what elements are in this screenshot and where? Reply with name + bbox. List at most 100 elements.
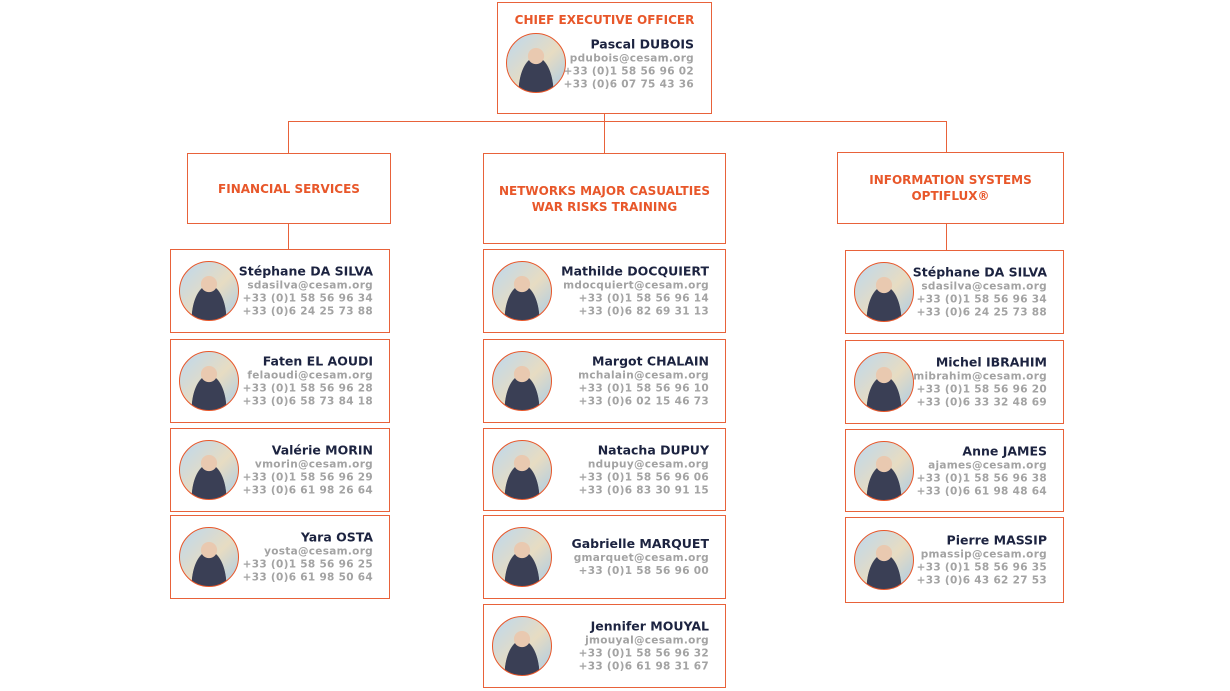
department-title-line: WAR RISKS TRAINING: [531, 199, 678, 214]
person-photo: [179, 527, 239, 587]
person-phone: +33 (0)6 24 25 73 88: [916, 306, 1047, 319]
person-phone: +33 (0)1 58 56 96 00: [578, 565, 709, 577]
person-email[interactable]: sdasilva@cesam.org: [921, 280, 1047, 293]
person-photo: [492, 351, 552, 411]
person-email[interactable]: ajames@cesam.org: [928, 459, 1047, 471]
person-phone: +33 (0)1 58 56 96 35: [916, 561, 1047, 574]
person-phone: +33 (0)6 61 98 26 64: [242, 484, 373, 497]
connector: [946, 121, 948, 153]
person-name: Michel IBRAHIM: [935, 354, 1047, 370]
person-phone: +33 (0)6 82 69 31 13: [578, 305, 709, 318]
person-photo: [854, 530, 914, 590]
person-phone: +33 (0)1 58 56 96 38: [916, 472, 1047, 484]
ceo-photo: [506, 33, 566, 93]
person-phone: +33 (0)1 58 56 96 06: [578, 471, 709, 483]
person-name: Gabrielle MARQUET: [571, 536, 709, 551]
person-name: Stéphane DA SILVA: [238, 263, 373, 279]
person-photo: [179, 440, 239, 500]
person-email[interactable]: vmorin@cesam.org: [254, 458, 373, 471]
person-phone: +33 (0)6 02 15 46 73: [578, 395, 709, 408]
person-phone: +33 (0)1 58 56 96 32: [578, 647, 709, 660]
department-title-line: FINANCIAL SERVICES: [218, 181, 360, 196]
person-phone: +33 (0)1 58 56 96 34: [242, 292, 373, 305]
person-name: Jennifer MOUYAL: [590, 618, 709, 634]
person-phone: +33 (0)6 83 30 91 15: [578, 484, 709, 496]
person-name: Pierre MASSIP: [946, 532, 1047, 548]
department-title-line: INFORMATION SYSTEMS: [869, 173, 1032, 187]
person-email[interactable]: felaoudi@cesam.org: [247, 369, 373, 382]
person-phone: +33 (0)6 61 98 50 64: [242, 571, 373, 584]
person-name: Margot CHALAIN: [592, 353, 709, 369]
person-email[interactable]: jmouyal@cesam.org: [585, 634, 709, 647]
person-phone: +33 (0)6 07 75 43 36: [563, 78, 694, 91]
connector: [604, 113, 606, 153]
person-email[interactable]: yosta@cesam.org: [264, 545, 373, 558]
connector: [288, 223, 290, 249]
connector: [288, 121, 290, 153]
person-email[interactable]: mchalain@cesam.org: [578, 369, 709, 382]
connector: [288, 121, 947, 123]
person-name: Pascal DUBOIS: [590, 36, 694, 52]
person-photo: [492, 616, 552, 676]
person-photo: [854, 440, 914, 501]
person-photo: [492, 527, 552, 587]
person-email[interactable]: ndupuy@cesam.org: [587, 458, 709, 470]
person-phone: +33 (0)1 58 56 96 29: [242, 471, 373, 484]
person-email[interactable]: pdubois@cesam.org: [569, 52, 694, 65]
person-photo: [492, 439, 552, 500]
person-photo: [179, 261, 239, 321]
ceo-card: CHIEF EXECUTIVE OFFICER Pascal DUBOIS pd…: [497, 2, 712, 114]
person-email[interactable]: gmarquet@cesam.org: [573, 552, 709, 564]
person-phone: +33 (0)6 33 32 48 69: [916, 396, 1047, 409]
person-photo: [492, 261, 552, 321]
person-email[interactable]: pmassip@cesam.org: [920, 548, 1047, 561]
person-phone: +33 (0)6 43 62 27 53: [916, 574, 1047, 587]
person-phone: +33 (0)6 58 73 84 18: [242, 395, 373, 408]
person-phone: +33 (0)1 58 56 96 02: [563, 65, 694, 78]
person-name: Stéphane DA SILVA: [912, 264, 1047, 280]
person-photo: [854, 352, 914, 412]
ceo-info: Pascal DUBOIS pdubois@cesam.org +33 (0)1…: [564, 37, 694, 92]
person-phone: +33 (0)1 58 56 96 28: [242, 382, 373, 395]
person-name: Natacha DUPUY: [597, 442, 709, 457]
person-email[interactable]: mibrahim@cesam.org: [913, 370, 1047, 383]
person-email[interactable]: mdocquiert@cesam.org: [563, 279, 709, 292]
department-title: FINANCIAL SERVICES: [218, 181, 360, 197]
person-phone: +33 (0)6 24 25 73 88: [242, 305, 373, 318]
person-phone: +33 (0)1 58 56 96 25: [242, 558, 373, 571]
ceo-title: CHIEF EXECUTIVE OFFICER: [514, 13, 695, 27]
person-email[interactable]: sdasilva@cesam.org: [247, 279, 373, 292]
department-box: FINANCIAL SERVICES: [187, 153, 391, 224]
person-phone: +33 (0)1 58 56 96 20: [916, 383, 1047, 396]
person-phone: +33 (0)6 61 98 31 67: [578, 660, 709, 673]
person-phone: +33 (0)1 58 56 96 10: [578, 382, 709, 395]
person-phone: +33 (0)6 61 98 48 64: [916, 485, 1047, 497]
person-phone: +33 (0)1 58 56 96 14: [578, 292, 709, 305]
